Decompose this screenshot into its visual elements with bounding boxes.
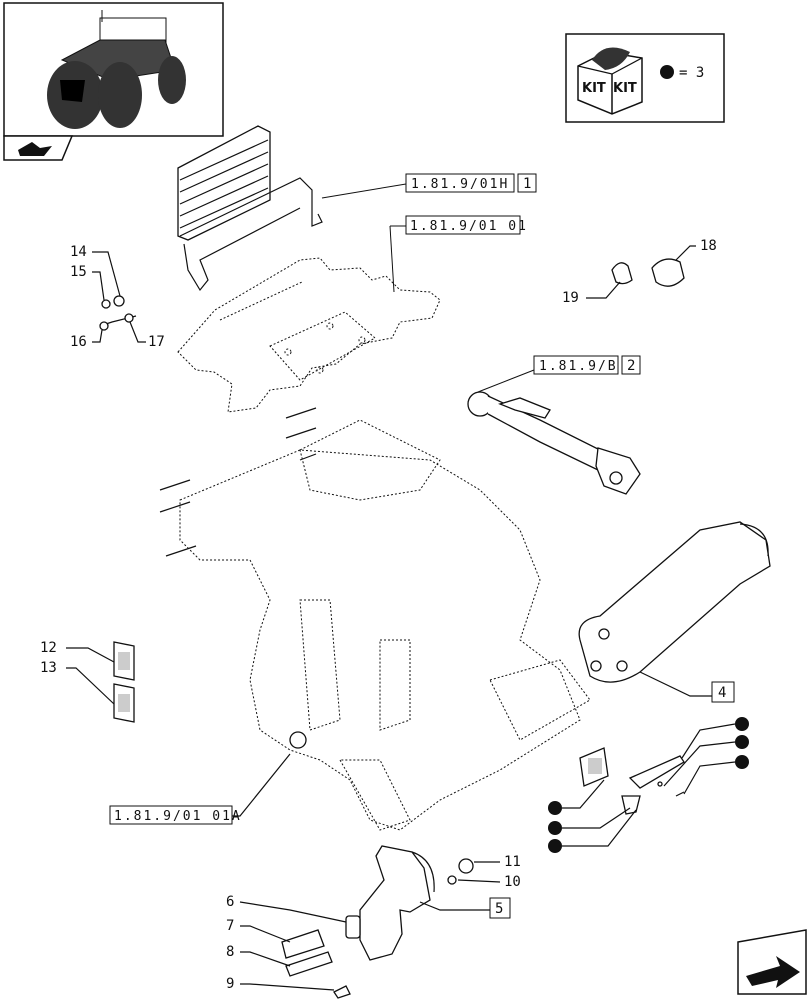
- top-link[interactable]: [467, 391, 641, 495]
- svg-text:1.81.9/01 01A: 1.81.9/01 01A: [114, 809, 242, 824]
- hitch-frame: [159, 407, 591, 831]
- decal-12: [113, 641, 135, 681]
- callout-1: 1.81.9/01H 1: [405, 173, 537, 193]
- callout-4: 4: [711, 681, 735, 703]
- kit-bullet: [548, 821, 562, 835]
- next-page-button[interactable]: [737, 929, 807, 995]
- part-num-12: 12: [40, 640, 57, 656]
- kit-label-b: KIT: [613, 81, 637, 96]
- callout-6: 5: [489, 897, 511, 919]
- svg-text:1.81.9/B: 1.81.9/B: [539, 359, 618, 374]
- kit-label-a: KIT: [582, 81, 606, 96]
- part-num-8: 8: [226, 944, 234, 960]
- bullet-icon: [660, 65, 674, 79]
- part-num-6: 6: [226, 894, 234, 910]
- arrow-icon: [746, 956, 800, 988]
- pin-handle: [621, 755, 685, 815]
- drawbar-bracket[interactable]: [578, 521, 771, 683]
- svg-text:1: 1: [523, 176, 531, 192]
- arrow-icon: [18, 142, 52, 156]
- part-num-17: 17: [148, 334, 165, 350]
- kit-bullet: [548, 839, 562, 853]
- kit-bullet: [735, 717, 749, 731]
- hook-assembly[interactable]: [359, 845, 474, 961]
- tractor-icon: [47, 10, 186, 129]
- svg-text:2: 2: [627, 358, 635, 374]
- part-num-13: 13: [40, 660, 57, 676]
- part-num-16: 16: [70, 334, 87, 350]
- part-num-14: 14: [70, 244, 87, 260]
- callout-2: 1.81.9/01 01: [405, 215, 528, 235]
- bushing-19: [611, 262, 633, 285]
- svg-text:5: 5: [495, 901, 503, 917]
- kit-bullet: [735, 735, 749, 749]
- bushing-18: [651, 258, 685, 287]
- part-num-15: 15: [70, 264, 87, 280]
- pin-group: [281, 915, 361, 999]
- part-num-9: 9: [226, 976, 234, 992]
- part-num-7: 7: [226, 918, 234, 934]
- tractor-thumbnail[interactable]: [3, 2, 224, 161]
- part-num-18: 18: [700, 238, 717, 254]
- part-num-19: 19: [562, 290, 579, 306]
- kit-bullet: [735, 755, 749, 769]
- oil-cooler[interactable]: [177, 125, 323, 292]
- svg-text:1.81.9/01H: 1.81.9/01H: [411, 177, 509, 192]
- kit-box: KIT KIT = 3: [565, 33, 725, 123]
- svg-text:1.81.9/01 01: 1.81.9/01 01: [410, 219, 528, 234]
- kit-bullet: [548, 801, 562, 815]
- part-num-10: 10: [504, 874, 521, 890]
- part-num-11: 11: [504, 854, 521, 870]
- kit-quantity: = 3: [679, 65, 704, 81]
- decal-13: [113, 683, 135, 723]
- svg-text:4: 4: [718, 685, 726, 701]
- decal-sheet: [579, 747, 609, 787]
- mounting-plate: [177, 257, 441, 413]
- bolt-washer-group: [99, 295, 137, 331]
- parts-pile-icon: [592, 47, 630, 70]
- callout-5: 1.81.9/01 01A: [109, 805, 242, 825]
- callout-3: 1.81.9/B 2: [533, 355, 641, 375]
